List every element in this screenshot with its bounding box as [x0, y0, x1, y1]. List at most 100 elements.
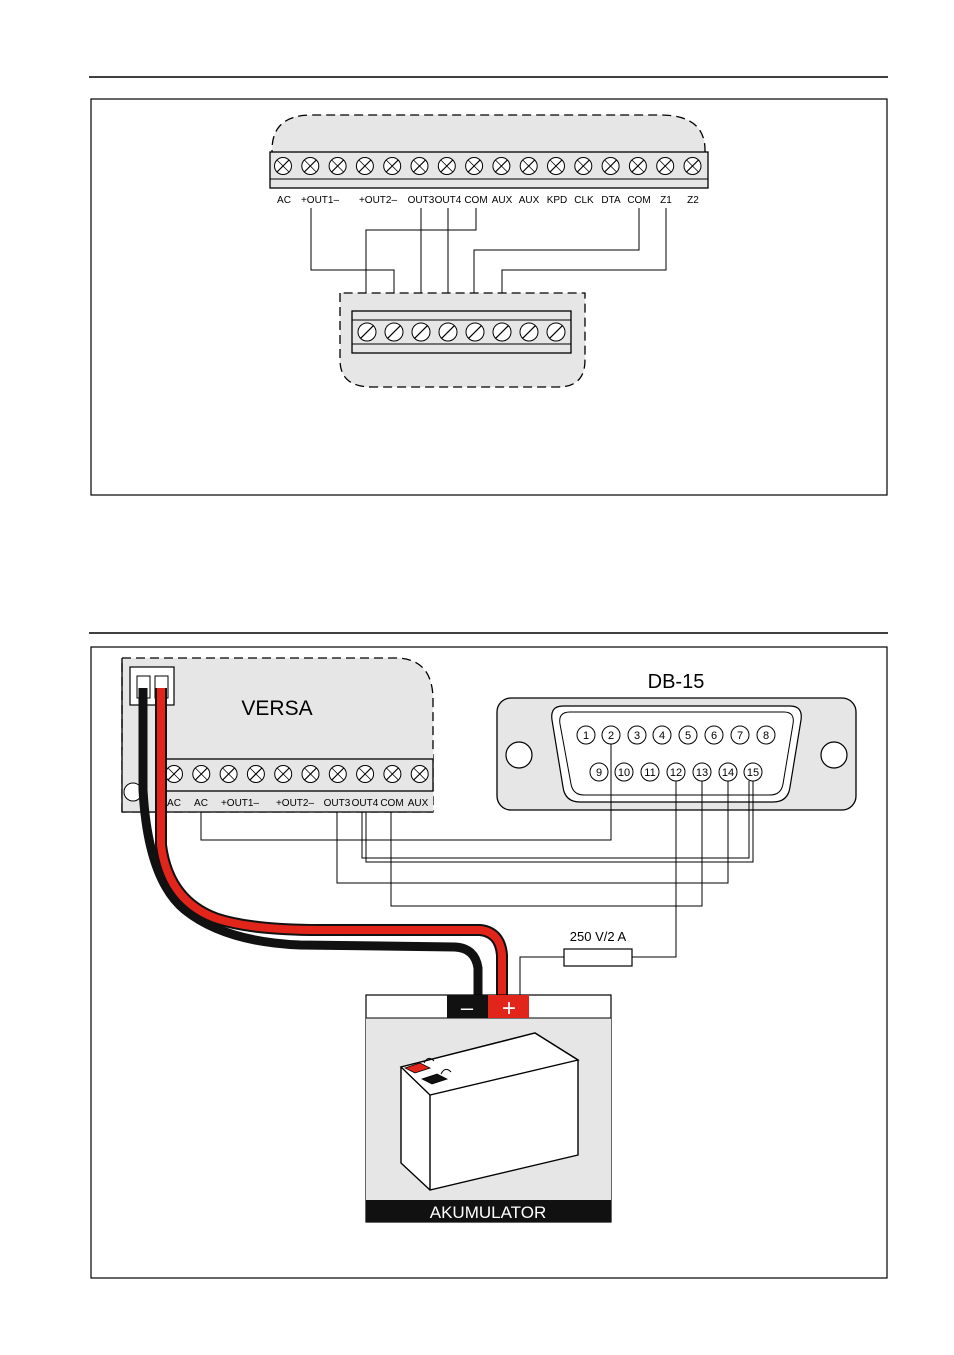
figure-2-wires: [200, 744, 754, 995]
screw-slot: [604, 159, 618, 173]
terminal-label: OUT4: [352, 798, 379, 809]
screw-slot: [413, 159, 426, 173]
db15-pin-number: 2: [608, 730, 614, 742]
battery-label: AKUMULATOR: [430, 1203, 547, 1222]
screw-slot: [358, 767, 372, 781]
db15-pin: [640, 762, 660, 782]
terminal-label: OUT3: [408, 195, 435, 206]
versa-screws: [165, 765, 429, 783]
screw-slot: [441, 325, 455, 339]
terminal-label: OUT3: [324, 798, 351, 809]
screw-slot: [276, 159, 290, 173]
db15-pin-number: 11: [644, 767, 655, 779]
screw-slot: [385, 159, 399, 173]
screw-slot: [358, 159, 372, 173]
terminal-label: DTA: [601, 195, 621, 206]
black-power-cable: [138, 688, 483, 995]
figure-2: VERSA AC AC +OUT1– +OUT2– OUT3 OUT4 COM …: [90, 646, 888, 1279]
screw-slot: [495, 325, 509, 339]
screw-slot: [467, 159, 481, 173]
screw-slot: [385, 767, 399, 781]
terminal-label: +OUT1–: [301, 195, 340, 206]
db15-top-row: 1 2 3 4 5 6 7 8: [576, 725, 776, 745]
screw-slot: [222, 767, 236, 781]
db15-pin: [627, 725, 647, 745]
connector-label: DB-15: [648, 671, 705, 693]
terminal-label: +OUT1–: [221, 798, 260, 809]
terminal-label: OUT4: [435, 195, 462, 206]
figure-1: AC +OUT1– +OUT2– OUT3 OUT4 COM AUX AUX K…: [90, 98, 888, 496]
figure-1-frame: [90, 98, 888, 496]
figure-1-wires: [310, 208, 667, 293]
top-terminal-labels: AC +OUT1– +OUT2– OUT3 OUT4 COM AUX AUX K…: [277, 195, 699, 206]
screw-slot: [387, 325, 401, 339]
screw-slot: [167, 767, 181, 781]
db15-pin-number: 8: [763, 730, 769, 742]
db15-pin-number: 1: [583, 730, 589, 742]
db15-bottom-row: 9 10 11 12 13 14 15: [589, 762, 763, 782]
db15-pin: [756, 725, 776, 745]
terminal-label: AC: [167, 798, 181, 809]
screw-slot: [414, 325, 428, 339]
db15-pin-number: 3: [634, 730, 640, 742]
db15-screw-hole-left: [505, 741, 533, 769]
db15-pin: [704, 725, 724, 745]
screw-slot: [631, 159, 645, 173]
screw-slot: [549, 159, 563, 173]
terminal-label: COM: [627, 195, 650, 206]
screw-slot: [276, 767, 290, 781]
db15-pin-number: 9: [596, 767, 602, 779]
terminal-label: AUX: [519, 195, 540, 206]
db15-pin-number: 7: [737, 730, 743, 742]
db15-pin-number: 15: [747, 767, 759, 779]
db15-pin: [678, 725, 698, 745]
red-power-cable: [157, 688, 506, 995]
screw-slot: [413, 767, 427, 781]
db15-pin: [576, 725, 596, 745]
terminal-label: CLK: [574, 195, 594, 206]
panel-label: VERSA: [241, 697, 312, 720]
db15-pin-number: 6: [711, 730, 717, 742]
screw-slot: [468, 325, 482, 339]
screw-slot: [303, 159, 317, 173]
battery-label-band: [366, 1200, 611, 1222]
db15-pin: [614, 762, 634, 782]
terminal-label: COM: [464, 195, 487, 206]
db15-pin-number: 10: [618, 767, 630, 779]
battery-plus-terminal: [488, 995, 529, 1018]
terminal-label: Z1: [660, 195, 672, 206]
db15-pin: [730, 725, 750, 745]
battery-minus-sign: –: [461, 995, 474, 1020]
terminal-label: +OUT2–: [359, 195, 398, 206]
db15-pin: [652, 725, 672, 745]
battery-icon: [399, 1032, 580, 1191]
db15-face-inner: [559, 711, 794, 796]
db15-pin-number: 13: [696, 767, 708, 779]
terminal-label: AUX: [492, 195, 513, 206]
screw-slot: [331, 159, 345, 173]
terminal-label: AUX: [408, 798, 429, 809]
db15-pin-number: 14: [722, 767, 734, 779]
screw-slot: [522, 325, 536, 339]
screw-slot: [249, 767, 263, 781]
terminal-label: AC: [277, 195, 291, 206]
screw-slot: [686, 159, 699, 173]
db15-pin-number: 12: [670, 767, 682, 779]
screw-slot: [658, 159, 672, 173]
top-screws: [274, 157, 702, 175]
screw-slot: [440, 159, 454, 173]
terminal-label: KPD: [547, 195, 568, 206]
fuse: [563, 948, 633, 967]
versa-terminal-labels: AC AC +OUT1– +OUT2– OUT3 OUT4 COM AUX: [167, 798, 429, 809]
screw-slot: [576, 159, 590, 173]
screw-slot: [549, 325, 563, 339]
db15-pin: [589, 762, 609, 782]
screw-slot: [360, 325, 374, 339]
screw-slot: [194, 767, 208, 781]
battery-minus-terminal: [447, 995, 488, 1018]
module-screws: [357, 322, 566, 342]
screw-slot: [522, 159, 536, 173]
screw-slot: [331, 767, 345, 781]
